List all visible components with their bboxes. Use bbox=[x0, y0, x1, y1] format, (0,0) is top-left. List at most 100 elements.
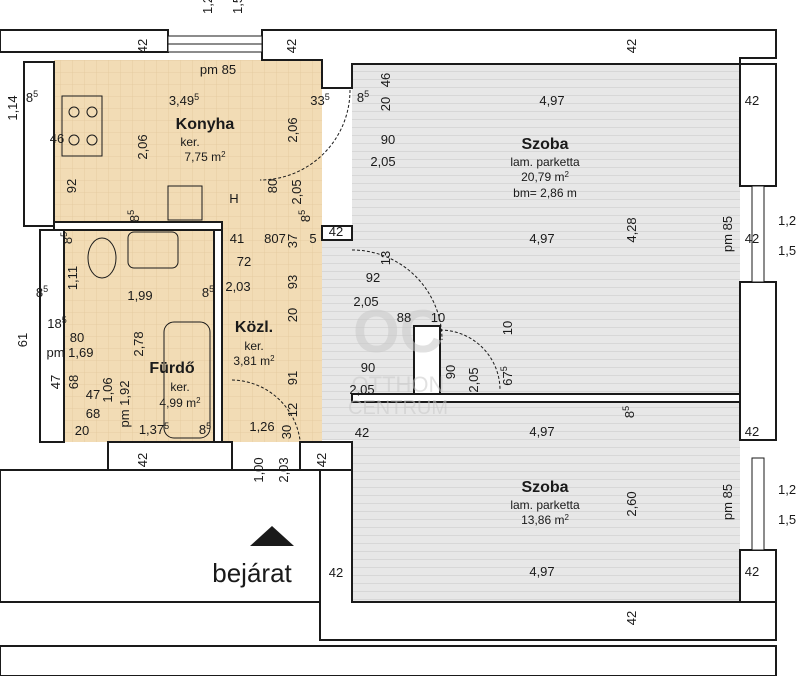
room-window-1 bbox=[751, 185, 765, 283]
dim-206a: 2,06 bbox=[135, 134, 150, 159]
frag-12b: 1,2 bbox=[778, 482, 796, 497]
dim-42-l1: 42 bbox=[135, 453, 150, 467]
kitchen-sink bbox=[167, 185, 203, 221]
watermark-mark: OC bbox=[353, 298, 443, 365]
dim-90a: 90 bbox=[381, 132, 395, 147]
room-small-area: 13,86 m2 bbox=[521, 513, 569, 527]
dim-8-5g: 85 bbox=[199, 421, 211, 437]
pm85-top-label: pm 85 bbox=[200, 62, 236, 77]
dim-203: 2,03 bbox=[225, 279, 250, 294]
bathtub bbox=[163, 321, 211, 439]
dim-13: 13 bbox=[378, 251, 393, 265]
dim-114: 1,14 bbox=[5, 95, 20, 120]
room-large-height: bm= 2,86 m bbox=[513, 186, 577, 200]
dim-90b: 90 bbox=[361, 360, 375, 375]
door-swing-kitchen bbox=[259, 89, 351, 181]
entry-wall-left bbox=[107, 441, 233, 471]
room-large-floor-type: lam. parketta bbox=[510, 155, 580, 169]
dim-100: 1,00 bbox=[251, 457, 266, 482]
openings bbox=[61, 35, 765, 551]
room-divider-wall bbox=[351, 393, 741, 403]
dim-8-5a: 85 bbox=[357, 89, 369, 105]
dim-42-a: 42 bbox=[135, 39, 150, 53]
dim-111: 1,11 bbox=[65, 266, 80, 290]
dim-497-2: 4,97 bbox=[529, 231, 554, 246]
h-mark: H bbox=[229, 191, 238, 206]
kitchen-floor bbox=[54, 60, 322, 226]
dim-80b: 80 bbox=[70, 330, 84, 345]
frag-15b: 1,5 bbox=[778, 512, 796, 527]
kitchen-bath-wall bbox=[53, 221, 223, 231]
bottom-left-wall bbox=[0, 645, 777, 676]
door-swing-small bbox=[439, 329, 501, 391]
dim-497-3: 4,97 bbox=[529, 424, 554, 439]
kitchen-name: Konyha bbox=[176, 116, 235, 133]
hall-floor-type: ker. bbox=[244, 339, 263, 353]
dim-90c: 90 bbox=[443, 365, 458, 379]
room-small-name: Szoba bbox=[521, 479, 568, 496]
dim-42-bottom: 42 bbox=[624, 611, 639, 625]
dim-42-c: 42 bbox=[624, 39, 639, 53]
watermark: OC OTTHON CENTRUM bbox=[348, 298, 448, 419]
dim-37: 37 bbox=[285, 234, 300, 248]
bathroom-area: 4,99 m2 bbox=[159, 396, 201, 410]
pm85-right-label-1: pm 85 bbox=[720, 216, 735, 252]
toilet bbox=[87, 237, 117, 279]
dim-8-5d: 85 bbox=[59, 232, 75, 244]
dim-349: 3,495 bbox=[169, 92, 199, 108]
room-labels: Konyha ker. 7,75 m2 Fürdő ker. 4,99 m2 K… bbox=[149, 116, 580, 588]
dim-20b: 20 bbox=[285, 308, 300, 322]
dim-42-r1: 42 bbox=[745, 93, 759, 108]
dim-61: 61 bbox=[15, 333, 30, 347]
dim-42-m3: 42 bbox=[329, 565, 343, 580]
dim-10a: 10 bbox=[431, 310, 445, 325]
dim-8-5b: 85 bbox=[26, 89, 38, 105]
frag-15a: 1,5 bbox=[778, 243, 796, 258]
dim-8-5e: 85 bbox=[36, 284, 48, 300]
dim-88: 88 bbox=[397, 310, 411, 325]
pm192-label: pm 1,92 bbox=[117, 381, 132, 428]
dim-205b: 2,05 bbox=[289, 179, 304, 204]
frag-15top: 1,5 bbox=[230, 0, 245, 14]
stove bbox=[61, 95, 103, 157]
dim-260: 2,60 bbox=[624, 491, 639, 516]
dim-675: 675 bbox=[499, 366, 515, 385]
kitchen-area: 7,75 m2 bbox=[184, 150, 226, 164]
dim-72: 72 bbox=[237, 254, 251, 269]
dim-205d: 2,05 bbox=[349, 382, 374, 397]
dim-1375: 1,375 bbox=[139, 421, 169, 437]
dim-68b: 68 bbox=[86, 406, 100, 421]
room-small-floor-type: lam. parketta bbox=[510, 498, 580, 512]
dim-46a: 46 bbox=[378, 73, 393, 87]
dim-106: 1,06 bbox=[100, 377, 115, 402]
room-small-floor bbox=[352, 402, 740, 602]
dim-126: 1,26 bbox=[249, 419, 274, 434]
room-large-name: Szoba bbox=[521, 136, 568, 153]
dim-20a: 20 bbox=[378, 97, 393, 111]
frag-12top: 1,2 bbox=[200, 0, 215, 14]
room-window-2 bbox=[751, 457, 765, 551]
walls bbox=[0, 29, 777, 676]
dim-8-5c: 85 bbox=[126, 210, 142, 222]
watermark-line1: OTTHON bbox=[352, 372, 445, 397]
misc-labels: pm 85 pm 85 pm 85 pm 1,69 pm 1,92 H 1,2 … bbox=[47, 0, 797, 527]
door-swing-room bbox=[351, 249, 443, 341]
dim-30: 30 bbox=[279, 425, 294, 439]
dim-497-4: 4,97 bbox=[529, 564, 554, 579]
kitchen-floor-type: ker. bbox=[180, 135, 199, 149]
dim-206b: 2,06 bbox=[285, 117, 300, 142]
hall-name: Közl. bbox=[235, 319, 273, 336]
dim-8-5i: 85 bbox=[621, 406, 637, 418]
dim-278: 2,78 bbox=[131, 331, 146, 356]
room-large-area: 20,79 m2 bbox=[521, 170, 569, 184]
pm169-label: pm 1,69 bbox=[47, 345, 94, 360]
dim-5: 5 bbox=[309, 231, 316, 246]
dim-199: 1,99 bbox=[127, 288, 152, 303]
bathroom-name: Fürdő bbox=[149, 360, 195, 377]
hall-left-wall bbox=[213, 229, 223, 443]
dim-91: 91 bbox=[285, 371, 300, 385]
dim-42-m1: 42 bbox=[329, 224, 343, 239]
dim-42-b: 42 bbox=[284, 39, 299, 53]
